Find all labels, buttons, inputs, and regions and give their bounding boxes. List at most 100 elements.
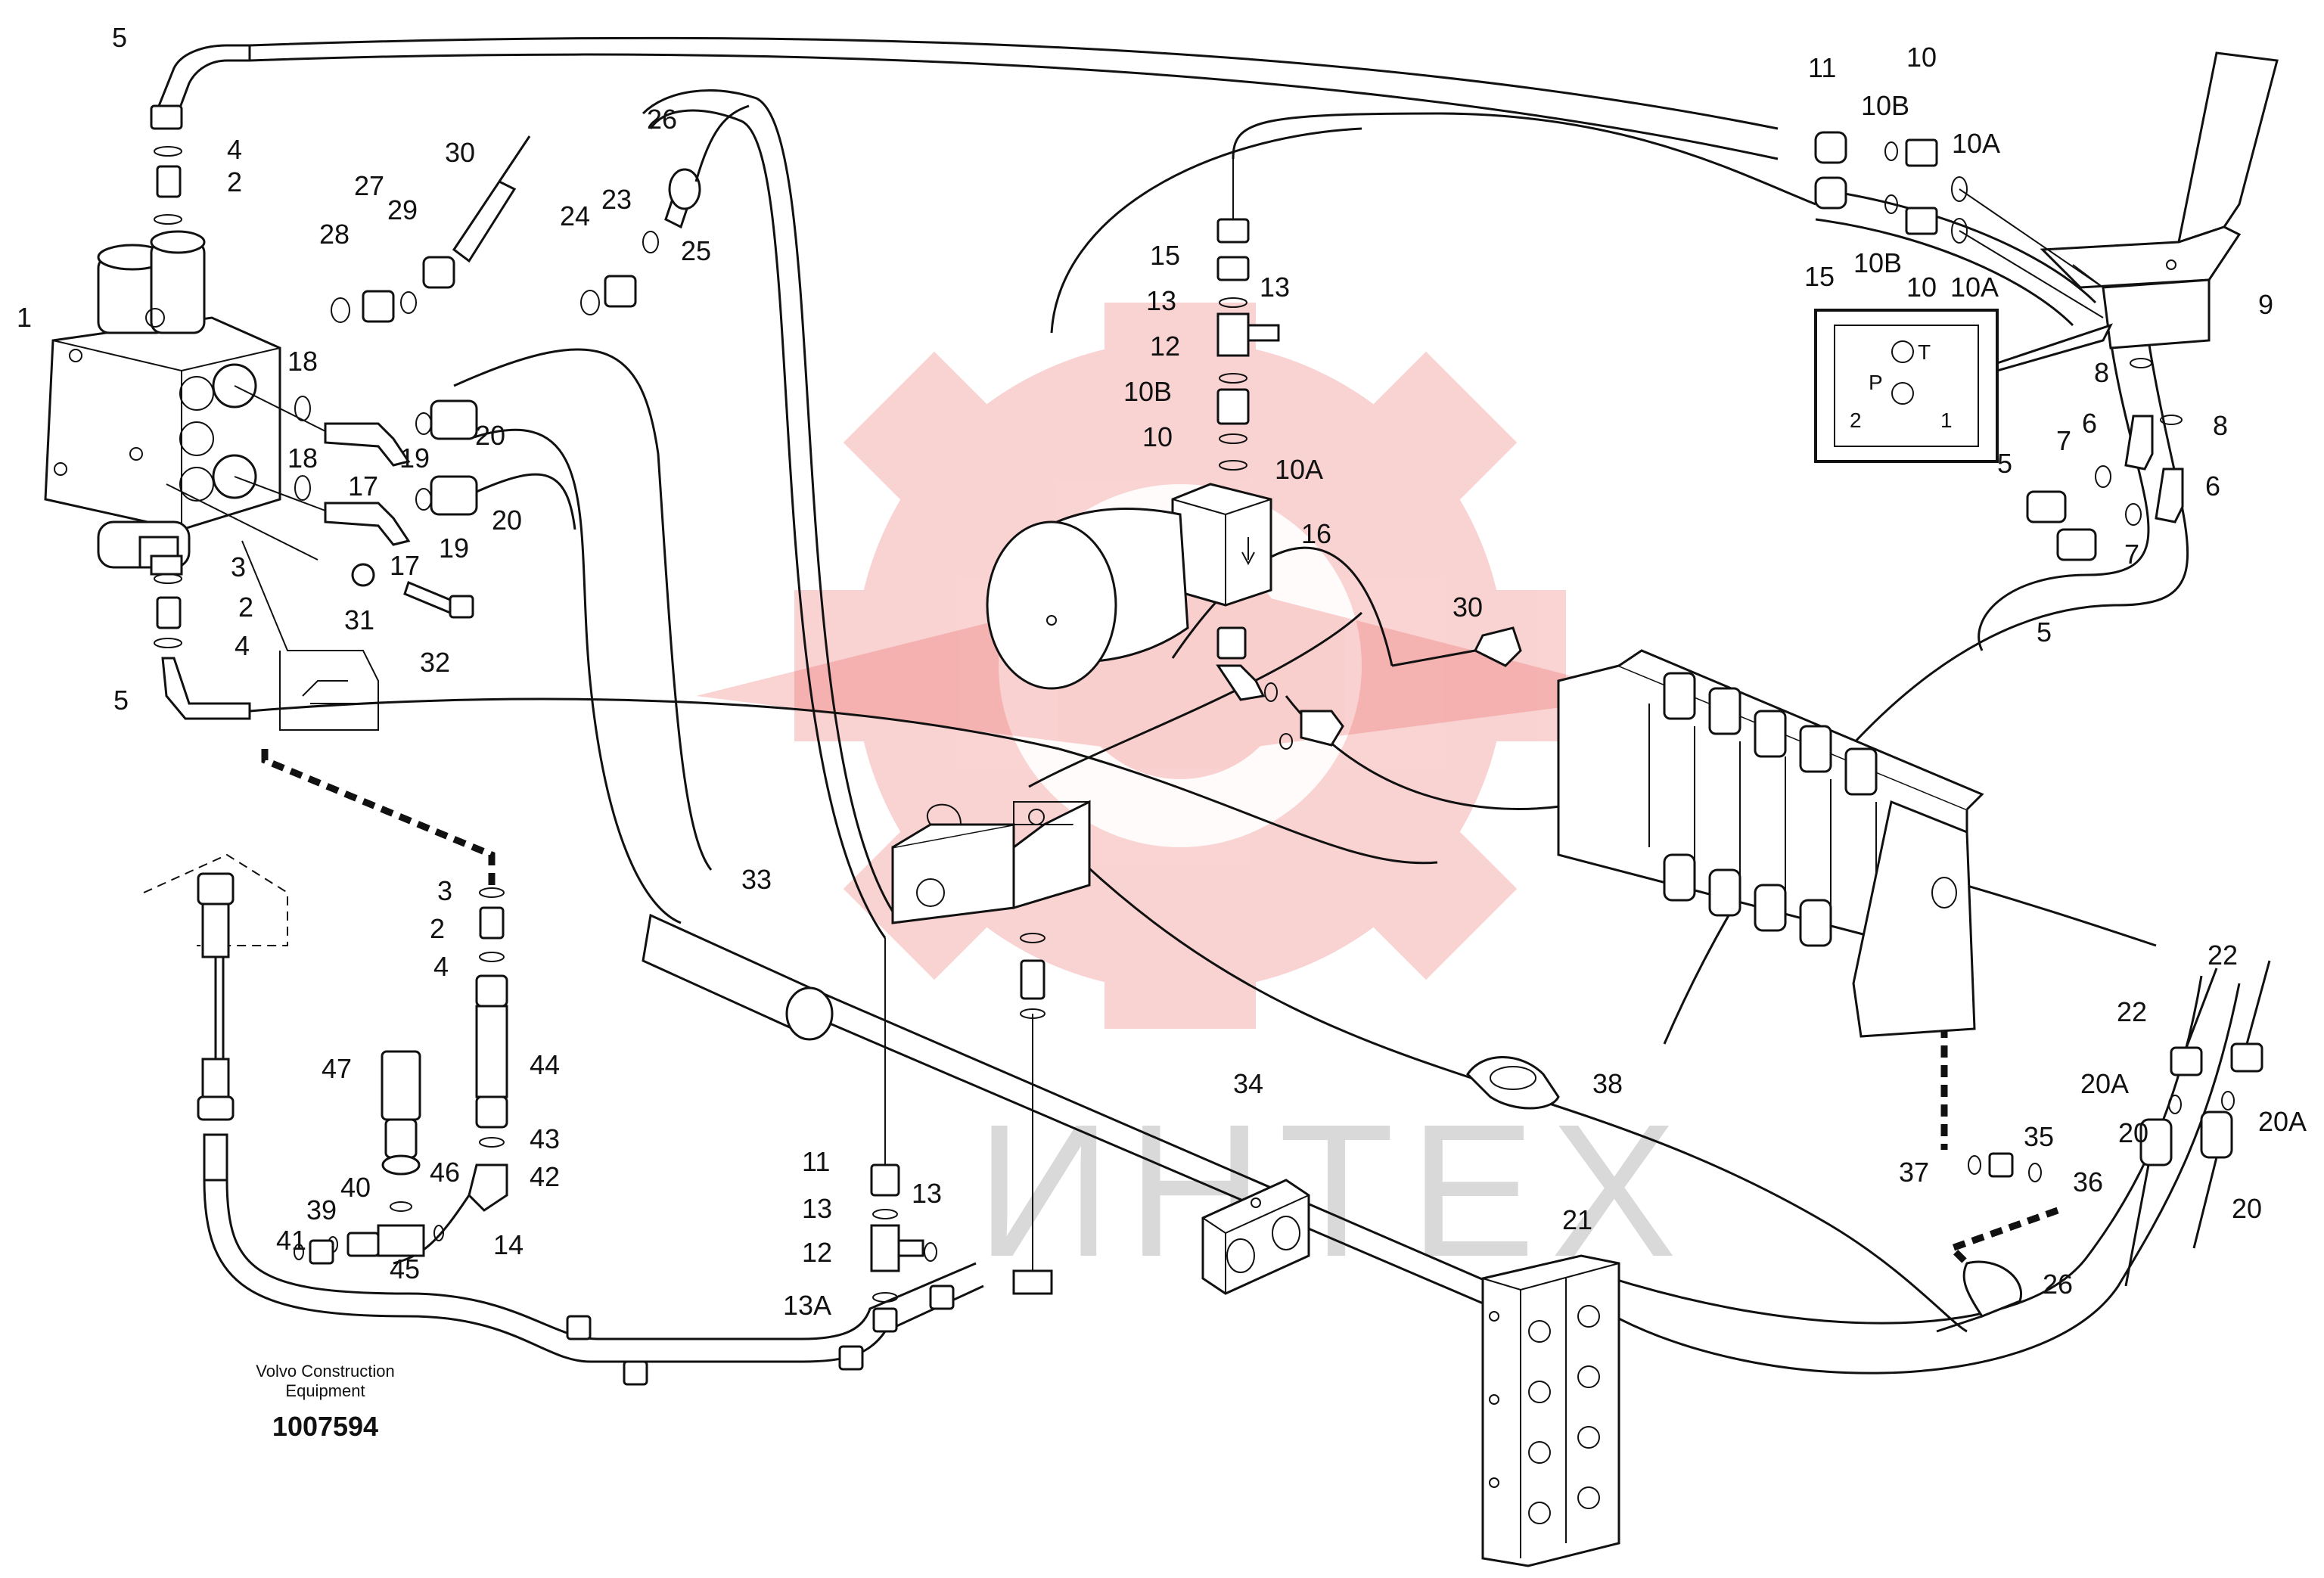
hose-lines xyxy=(249,36,2241,1375)
label-25: 25 xyxy=(681,235,711,266)
label-15-a: 15 xyxy=(1150,240,1180,271)
manufacturer-line-1: Volvo Construction xyxy=(256,1362,394,1381)
fitting-30-mid xyxy=(1391,626,1522,667)
label-41: 41 xyxy=(276,1225,306,1256)
label-9: 9 xyxy=(2258,289,2273,320)
left-top-fittings xyxy=(150,44,251,720)
grommet-38 xyxy=(1466,1056,1560,1110)
port-1-label: 1 xyxy=(1940,408,1953,432)
bolt-31-32 xyxy=(166,483,474,731)
label-36: 36 xyxy=(2073,1166,2103,1197)
label-1: 1 xyxy=(17,302,32,333)
label-20-d: 20 xyxy=(2232,1193,2262,1224)
label-7-b: 7 xyxy=(2124,539,2139,570)
label-46: 46 xyxy=(430,1157,460,1188)
label-2-a: 2 xyxy=(227,166,242,197)
label-20A-b: 20A xyxy=(2258,1106,2307,1137)
manufacturer-line-2: Equipment xyxy=(285,1381,365,1400)
center-bottom-fittings xyxy=(870,938,937,1333)
footer-caption: Volvo Construction Equipment 1007594 xyxy=(256,1362,394,1442)
label-5-c: 5 xyxy=(1997,448,2012,479)
port-p-label: P xyxy=(1869,371,1883,394)
label-2-b: 2 xyxy=(238,592,253,623)
valve-symbol-box: T P 2 1 xyxy=(1814,309,2113,463)
label-20-a: 20 xyxy=(475,420,505,451)
label-31: 31 xyxy=(344,604,374,635)
label-34: 34 xyxy=(1233,1068,1263,1099)
label-44: 44 xyxy=(530,1049,560,1080)
label-7-a: 7 xyxy=(2056,425,2071,456)
valve-stack-16 xyxy=(986,159,1344,750)
lower-right-fittings xyxy=(1936,960,2271,1333)
label-3-b: 3 xyxy=(437,875,452,906)
label-39: 39 xyxy=(306,1194,337,1225)
label-10-c: 10 xyxy=(1906,272,1937,303)
clamp-34 xyxy=(1201,1179,1310,1295)
label-10-b: 10 xyxy=(1906,42,1937,73)
label-17-a: 17 xyxy=(348,471,378,502)
control-valve-bank xyxy=(1557,649,1984,1038)
label-18-b: 18 xyxy=(287,443,318,474)
label-37: 37 xyxy=(1899,1157,1929,1188)
label-13-d: 13 xyxy=(912,1178,942,1209)
label-10A-a: 10A xyxy=(1275,454,1323,485)
label-10A-b: 10A xyxy=(1952,128,2000,159)
label-10B-c: 10B xyxy=(1853,247,1902,278)
label-20-c: 20 xyxy=(2118,1117,2148,1148)
label-38: 38 xyxy=(1592,1068,1623,1099)
label-10B-b: 10B xyxy=(1861,90,1909,121)
label-28: 28 xyxy=(319,219,350,250)
label-30-b: 30 xyxy=(1452,592,1483,623)
label-17-b: 17 xyxy=(390,550,420,581)
control-valve-1 xyxy=(44,230,281,569)
port-2-label: 2 xyxy=(1850,408,1862,432)
manifold-21 xyxy=(1481,1254,1620,1567)
solenoid-valve xyxy=(891,800,1091,1295)
label-26-b: 26 xyxy=(2043,1269,2073,1300)
label-22-b: 22 xyxy=(2117,996,2147,1027)
fittings-17-20 xyxy=(234,385,478,546)
label-21: 21 xyxy=(1562,1204,1592,1235)
lower-left-assembly xyxy=(143,853,984,1386)
label-2-c: 2 xyxy=(430,913,445,944)
label-30-a: 30 xyxy=(445,137,475,168)
label-12-a: 12 xyxy=(1150,331,1180,362)
label-12-b: 12 xyxy=(802,1237,832,1268)
label-11-b: 11 xyxy=(802,1146,830,1177)
label-29: 29 xyxy=(387,194,418,225)
label-13-b: 13 xyxy=(1260,272,1290,303)
label-45: 45 xyxy=(390,1253,420,1284)
label-6-a: 6 xyxy=(2082,408,2097,439)
label-18-a: 18 xyxy=(287,346,318,377)
label-43: 43 xyxy=(530,1123,560,1154)
label-27: 27 xyxy=(354,170,384,201)
label-13-c: 13 xyxy=(802,1193,832,1224)
label-16: 16 xyxy=(1301,518,1331,549)
label-8-a: 8 xyxy=(2094,357,2109,388)
label-14: 14 xyxy=(493,1229,524,1260)
label-15-b: 15 xyxy=(1804,261,1835,292)
label-13A: 13A xyxy=(783,1290,831,1321)
label-20A-a: 20A xyxy=(2080,1068,2129,1099)
label-32: 32 xyxy=(420,647,450,678)
label-4-a: 4 xyxy=(227,134,242,165)
label-5-d: 5 xyxy=(2037,617,2052,648)
label-8-b: 8 xyxy=(2213,410,2228,441)
label-33: 33 xyxy=(741,864,772,895)
label-4-b: 4 xyxy=(235,630,250,661)
label-5-a: 5 xyxy=(112,22,127,53)
port-t-label: T xyxy=(1918,340,1931,364)
label-22-a: 22 xyxy=(2207,940,2238,971)
tube-33 xyxy=(642,913,1514,1318)
label-11-a: 11 xyxy=(1808,52,1836,83)
drawing-number: 1007594 xyxy=(272,1411,378,1442)
pedal-fittings xyxy=(1814,131,2184,561)
foot-pedal-9 xyxy=(2040,51,2279,349)
label-10B-a: 10B xyxy=(1123,376,1172,407)
label-23: 23 xyxy=(601,184,632,215)
label-20-b: 20 xyxy=(492,505,522,536)
label-5-b: 5 xyxy=(113,685,129,716)
label-24: 24 xyxy=(560,200,590,231)
label-4-c: 4 xyxy=(433,951,449,982)
